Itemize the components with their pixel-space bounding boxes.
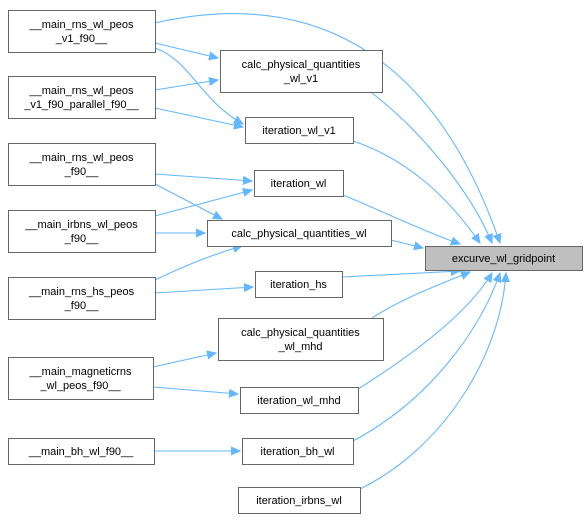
node-label-line: iteration_bh_wl	[261, 446, 335, 458]
node-label-line: _v1_f90_parallel_f90__	[23, 99, 139, 111]
edge-m_magneticrns-to-calc_mhd	[152, 353, 216, 368]
edge-m_rns_wl_peos_v1_par-to-calc_v1	[154, 80, 218, 91]
node-calc-mhd[interactable]: calc_physical_quantities _wl_mhd	[218, 318, 384, 361]
node-box	[8, 277, 156, 320]
edge-calc_v1-to-excurve	[371, 92, 492, 243]
node-box	[245, 117, 354, 144]
node-box	[254, 170, 344, 197]
edge-m_rns_wl_peos_v1-to-excurve	[154, 13, 500, 243]
edge-iter_wl_mhd-to-excurve	[357, 273, 492, 390]
node-box	[8, 210, 156, 253]
node-m-rns-hs-peos[interactable]: __main_rns_hs_peos _f90__	[8, 277, 156, 320]
node-box	[238, 487, 361, 514]
node-iter-hs[interactable]: iteration_hs	[255, 271, 343, 298]
node-iter-wl[interactable]: iteration_wl	[254, 170, 344, 197]
node-label-line: calc_physical_quantities	[241, 327, 360, 339]
edge-m_rns_wl_peos-to-iter_wl	[154, 173, 252, 181]
edges-layer	[152, 13, 506, 490]
node-label-line: _wl_peos_f90__	[39, 380, 121, 392]
node-label-line: iteration_hs	[270, 279, 327, 291]
node-box	[8, 10, 156, 53]
node-iter-wl-mhd[interactable]: iteration_wl_mhd	[240, 387, 359, 414]
node-label-line: iteration_irbns_wl	[256, 495, 342, 507]
node-excurve[interactable]: excurve_wl_gridpoint	[425, 246, 583, 271]
node-m-bh-wl[interactable]: __main_bh_wl_f90__	[8, 438, 155, 465]
node-box	[8, 357, 154, 400]
node-box	[242, 438, 354, 465]
node-label-line: _f90__	[64, 233, 100, 245]
edge-iter_wl_v1-to-excurve	[352, 140, 480, 243]
edge-m_rns_wl_peos_v1-to-calc_v1	[154, 42, 218, 58]
node-m-rns-wl-peos-v1[interactable]: __main_rns_wl_peos _v1_f90__	[8, 10, 156, 53]
edge-calc_wl-to-excurve	[390, 239, 423, 248]
node-m-magneticrns[interactable]: __main_magneticrns _wl_peos_f90__	[8, 357, 154, 400]
node-iter-wl-v1[interactable]: iteration_wl_v1	[245, 117, 354, 144]
node-label-line: __main_magneticrns	[28, 366, 132, 378]
node-m-irbns-wl-peos[interactable]: __main_irbns_wl_peos _f90__	[8, 210, 156, 253]
node-box	[207, 220, 392, 247]
node-label-line: _v1_f90__	[55, 33, 108, 45]
node-label-line: excurve_wl_gridpoint	[452, 253, 555, 265]
edge-iter_hs-to-excurve	[341, 271, 460, 278]
node-label-line: iteration_wl_v1	[262, 125, 335, 137]
edge-calc_mhd-to-excurve	[371, 272, 470, 319]
edge-iter_bh_wl-to-excurve	[352, 273, 500, 442]
edge-m_irbns_wl_peos-to-iter_wl	[154, 190, 252, 217]
edge-iter_wl-to-excurve	[342, 194, 460, 244]
node-label-line: __main_bh_wl_f90__	[28, 446, 134, 458]
edge-m_magneticrns-to-iter_wl_mhd	[152, 386, 238, 394]
node-label-line: _f90__	[64, 166, 100, 178]
node-box	[8, 143, 156, 186]
node-box	[8, 438, 155, 465]
node-box	[425, 246, 583, 271]
node-box	[255, 271, 343, 298]
edge-m_rns_wl_peos-to-calc_wl	[154, 183, 222, 219]
node-calc-v1[interactable]: calc_physical_quantities _wl_v1	[220, 50, 383, 93]
node-label-line: _wl_v1	[283, 73, 318, 85]
node-label-line: __main_irbns_wl_peos	[24, 219, 138, 231]
node-iter-irbns-wl[interactable]: iteration_irbns_wl	[238, 487, 361, 514]
node-label-line: __main_rns_wl_peos	[29, 85, 134, 97]
node-label-line: _f90__	[64, 300, 100, 312]
node-box	[218, 318, 384, 361]
edge-iter_irbns_wl-to-excurve	[359, 273, 506, 490]
edge-m_rns_hs_peos-to-iter_hs	[154, 287, 253, 294]
edge-m_rns_hs_peos-to-calc_wl	[154, 246, 242, 281]
node-label-line: calc_physical_quantities_wl	[231, 228, 366, 240]
node-box	[220, 50, 383, 93]
edge-m_rns_wl_peos_v1-to-iter_wl_v1	[154, 47, 243, 124]
node-box	[8, 76, 156, 119]
node-label-line: __main_rns_hs_peos	[28, 286, 135, 298]
nodes-layer: __main_rns_wl_peos_v1_f90____main_rns_wl…	[8, 10, 583, 514]
node-box	[240, 387, 359, 414]
node-label-line: iteration_wl_mhd	[257, 395, 340, 407]
node-label-line: calc_physical_quantities	[242, 59, 361, 71]
edge-m_rns_wl_peos_v1_par-to-iter_wl_v1	[154, 107, 243, 127]
node-label-line: __main_rns_wl_peos	[29, 19, 134, 31]
node-label-line: _wl_mhd	[277, 341, 322, 353]
node-iter-bh-wl[interactable]: iteration_bh_wl	[242, 438, 354, 465]
node-m-rns-wl-peos-v1-par[interactable]: __main_rns_wl_peos _v1_f90_parallel_f90__	[8, 76, 156, 119]
node-calc-wl[interactable]: calc_physical_quantities_wl	[207, 220, 392, 247]
node-label-line: iteration_wl	[271, 178, 327, 190]
node-m-rns-wl-peos[interactable]: __main_rns_wl_peos _f90__	[8, 143, 156, 186]
node-label-line: __main_rns_wl_peos	[29, 152, 134, 164]
